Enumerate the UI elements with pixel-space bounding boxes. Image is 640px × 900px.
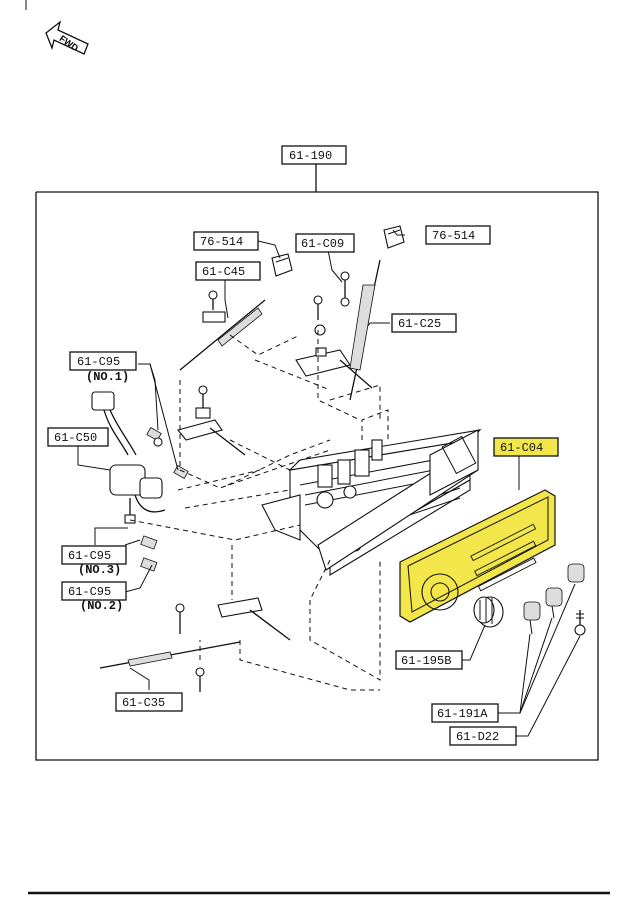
callout-76-514-right: 76-514 bbox=[425, 225, 491, 245]
callout-61-191A: 61-191A bbox=[431, 703, 499, 723]
svg-text:61-C04: 61-C04 bbox=[500, 441, 543, 455]
callout-61-D22: 61-D22 bbox=[449, 726, 517, 746]
control-unit-body bbox=[261, 429, 482, 576]
callout-61-C09: 61-C09 bbox=[295, 233, 355, 253]
lever-bracket-left bbox=[177, 385, 246, 456]
callout-61-C35: 61-C35 bbox=[115, 692, 183, 712]
cable-61-C25 bbox=[313, 259, 381, 401]
callout-61-190: 61-190 bbox=[281, 145, 347, 165]
callout-labels: 61-190 76-514 61-C09 76-514 61-C45 61-C2… bbox=[47, 145, 559, 746]
callout-61-195B: 61-195B bbox=[395, 650, 463, 670]
clip-76-514-left bbox=[271, 253, 293, 277]
clip-76-514-right bbox=[383, 225, 405, 249]
svg-text:(NO.3): (NO.3) bbox=[78, 563, 121, 577]
svg-text:61-C95: 61-C95 bbox=[77, 355, 120, 369]
screw-61-D22 bbox=[574, 610, 586, 636]
knob-61-195B bbox=[473, 596, 504, 628]
lever-bracket-lower bbox=[175, 597, 291, 641]
svg-text:61-D22: 61-D22 bbox=[456, 730, 499, 744]
callout-61-C95-no3: 61-C95 (NO.3) bbox=[61, 545, 127, 577]
callout-76-514-left: 76-514 bbox=[193, 231, 259, 251]
svg-text:61-C09: 61-C09 bbox=[301, 237, 344, 251]
callout-61-C95-no1: 61-C95 (NO.1) bbox=[69, 351, 137, 384]
bulb-socket-61-C95-no2 bbox=[140, 557, 158, 572]
leader-lines bbox=[77, 229, 581, 737]
svg-text:(NO.2): (NO.2) bbox=[80, 599, 123, 613]
svg-text:76-514: 76-514 bbox=[432, 229, 475, 243]
svg-text:61-C50: 61-C50 bbox=[54, 431, 97, 445]
svg-text:(NO.1): (NO.1) bbox=[86, 370, 129, 384]
svg-text:61-195B: 61-195B bbox=[401, 654, 451, 668]
bulb-socket-61-C95-no3 bbox=[140, 535, 158, 550]
callout-61-C25: 61-C25 bbox=[391, 313, 457, 333]
svg-text:61-C25: 61-C25 bbox=[398, 317, 441, 331]
svg-text:61-C95: 61-C95 bbox=[68, 585, 111, 599]
callout-61-C95-no2: 61-C95 (NO.2) bbox=[61, 581, 127, 613]
assembly-guide-lines bbox=[129, 330, 389, 691]
cable-61-C45 bbox=[179, 290, 266, 371]
cable-61-C35 bbox=[99, 641, 241, 692]
face-plate-61-C04 bbox=[399, 489, 556, 623]
svg-text:61-C95: 61-C95 bbox=[68, 549, 111, 563]
svg-text:61-C45: 61-C45 bbox=[202, 265, 245, 279]
lever-bracket-upper bbox=[295, 347, 373, 389]
callout-61-C45: 61-C45 bbox=[195, 261, 261, 281]
forward-arrow-icon: FWD bbox=[45, 20, 89, 55]
svg-text:61-191A: 61-191A bbox=[437, 707, 488, 721]
slider-knobs-61-191A bbox=[523, 563, 585, 635]
svg-text:61-190: 61-190 bbox=[289, 149, 332, 163]
svg-text:76-514: 76-514 bbox=[200, 235, 243, 249]
callout-61-C50: 61-C50 bbox=[47, 427, 109, 447]
svg-text:61-C35: 61-C35 bbox=[122, 696, 165, 710]
wiring-harness-61-C50 bbox=[91, 391, 166, 524]
assembly-frame bbox=[35, 163, 599, 761]
callout-61-C04: 61-C04 bbox=[493, 437, 559, 457]
